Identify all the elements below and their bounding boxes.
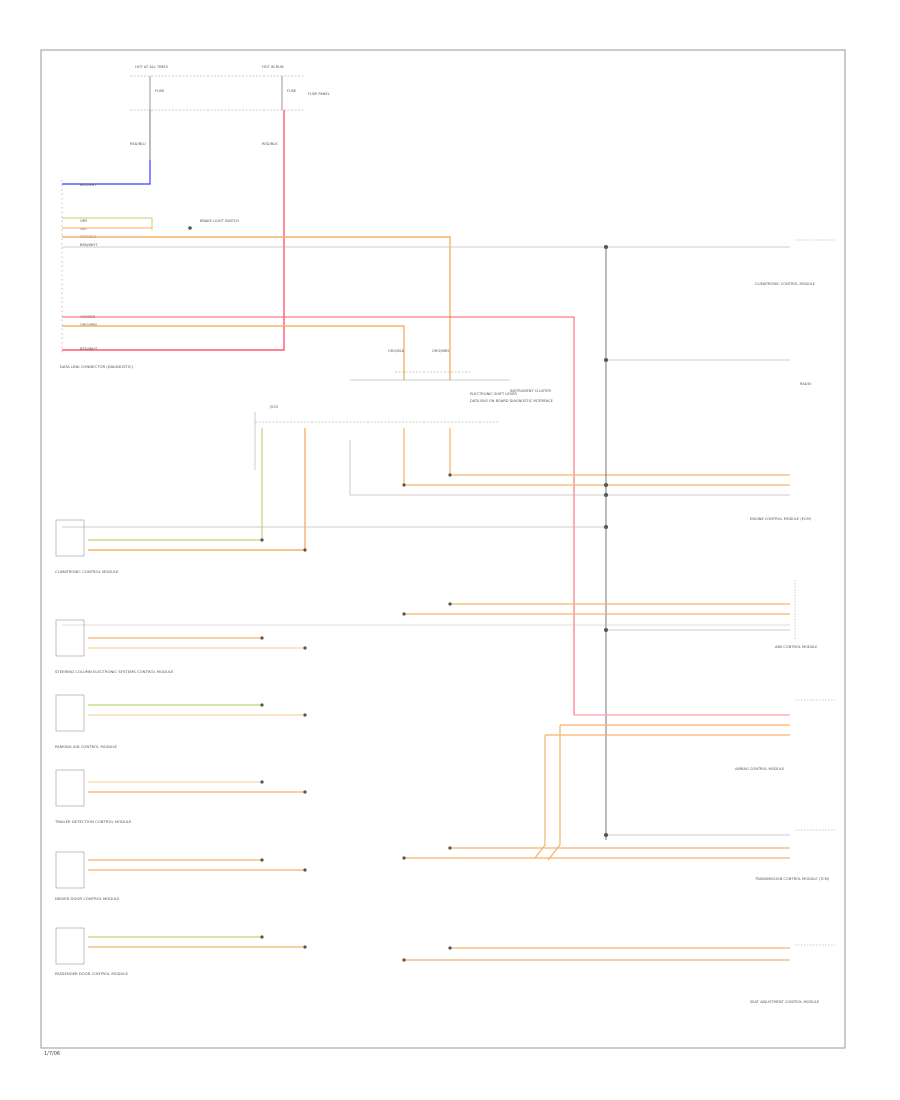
module-1: CLIMATRONIC CONTROL MODULE bbox=[55, 519, 119, 574]
cm-wire-7: ORG/BRN bbox=[80, 323, 97, 327]
right-label-5: AIRBAG CONTROL MODULE bbox=[735, 767, 785, 771]
fuse-b-wire: RED/BLK bbox=[262, 142, 278, 146]
gateway-block: J533 bbox=[254, 405, 500, 470]
fuse-box-label: FUSE PANEL bbox=[308, 92, 330, 96]
fuse-top-right-label: HOT IN RUN bbox=[262, 65, 284, 69]
fuse-top-left-label: HOT AT ALL TIMES bbox=[135, 65, 169, 69]
wire-orange-bus-3 bbox=[449, 428, 790, 476]
module-6-label: PASSENGER DOOR CONTROL MODULE bbox=[55, 971, 128, 976]
wire-orange-bus-2 bbox=[403, 428, 790, 486]
wire-red-2 bbox=[62, 316, 575, 715]
wire-orange-2 bbox=[62, 325, 405, 380]
module-3: PARKING AID CONTROL MODULE bbox=[55, 694, 305, 749]
cm-wire-1: BLU/WHT bbox=[80, 183, 97, 187]
wire-orange-curve-2 bbox=[534, 735, 546, 859]
footer-code: 1/7/06 bbox=[44, 1051, 60, 1057]
wire-red-feed bbox=[62, 110, 285, 351]
wire-gray-bus bbox=[349, 440, 790, 496]
wire-blue bbox=[62, 160, 151, 185]
module-4: TRAILER DETECTION CONTROL MODULE bbox=[54, 769, 305, 824]
right-label-3: ENGINE CONTROL MODULE (ECM) bbox=[750, 517, 812, 521]
right-label-4: ABS CONTROL MODULE bbox=[775, 645, 818, 649]
gateway-label: DATA BUS ON BOARD DIAGNOSTIC INTERFACE bbox=[470, 399, 554, 403]
right-label-1: CLIMATRONIC CONTROL MODULE bbox=[755, 282, 816, 286]
wire-orange-curve-1 bbox=[547, 725, 561, 861]
wire-orange-1 bbox=[62, 236, 451, 380]
module-5: DRIVER DOOR CONTROL MODULE bbox=[55, 851, 305, 901]
cm-wire-2: GRY bbox=[80, 219, 88, 223]
module-1-label: CLIMATRONIC CONTROL MODULE bbox=[55, 569, 119, 574]
elec-label: ELECTRONIC SHIFT LEVER bbox=[470, 392, 517, 396]
module-4-label: TRAILER DETECTION CONTROL MODULE bbox=[54, 819, 132, 824]
splice-1-label: ORG/BLK bbox=[388, 349, 405, 353]
cm-wire-8: RED/WHT bbox=[80, 347, 98, 351]
diagram-frame bbox=[40, 49, 846, 1049]
cm-wire-3: GRY bbox=[80, 227, 88, 231]
gateway-2: INSTRUMENT CLUSTER bbox=[510, 389, 551, 393]
wire-green-brake bbox=[62, 217, 153, 230]
splice-2-label: ORG/BRN bbox=[432, 349, 449, 353]
fuse-a-label: FUSE bbox=[155, 89, 165, 93]
fuse-a-wire: RED/BLU bbox=[130, 142, 146, 146]
junction-dots bbox=[260, 245, 608, 962]
right-label-2: RADIO bbox=[800, 382, 812, 386]
module-6: PASSENGER DOOR CONTROL MODULE bbox=[55, 927, 305, 976]
wire-green-bus bbox=[88, 428, 263, 541]
fuse-block: HOT AT ALL TIMES HOT IN RUN FUSE FUSE FU… bbox=[130, 65, 330, 146]
fuse-b-label: FUSE bbox=[287, 89, 297, 93]
module-2: STEERING COLUMN ELECTRONIC SYSTEMS CONTR… bbox=[55, 619, 305, 674]
right-label-6: TRANSMISSION CONTROL MODULE (TCM) bbox=[754, 877, 830, 881]
module-5-label: DRIVER DOOR CONTROL MODULE bbox=[55, 896, 120, 901]
wire-orange-bus bbox=[88, 428, 306, 551]
module-2-label: STEERING COLUMN ELECTRONIC SYSTEMS CONTR… bbox=[55, 669, 174, 674]
cm-wire-5: BRN/WHT bbox=[80, 243, 98, 247]
right-label-7: SEAT ADJUSTMENT CONTROL MODULE bbox=[750, 1000, 820, 1004]
data-link-connector: DATA LINK CONNECTOR (DIAGNOSTIC) BLU/WHT… bbox=[60, 180, 134, 369]
module-3-label: PARKING AID CONTROL MODULE bbox=[55, 744, 118, 749]
cm-label: DATA LINK CONNECTOR (DIAGNOSTIC) bbox=[60, 364, 134, 369]
brake-switch-label: BRAKE LIGHT SWITCH bbox=[200, 219, 239, 223]
junction-label: J533 bbox=[269, 405, 278, 409]
